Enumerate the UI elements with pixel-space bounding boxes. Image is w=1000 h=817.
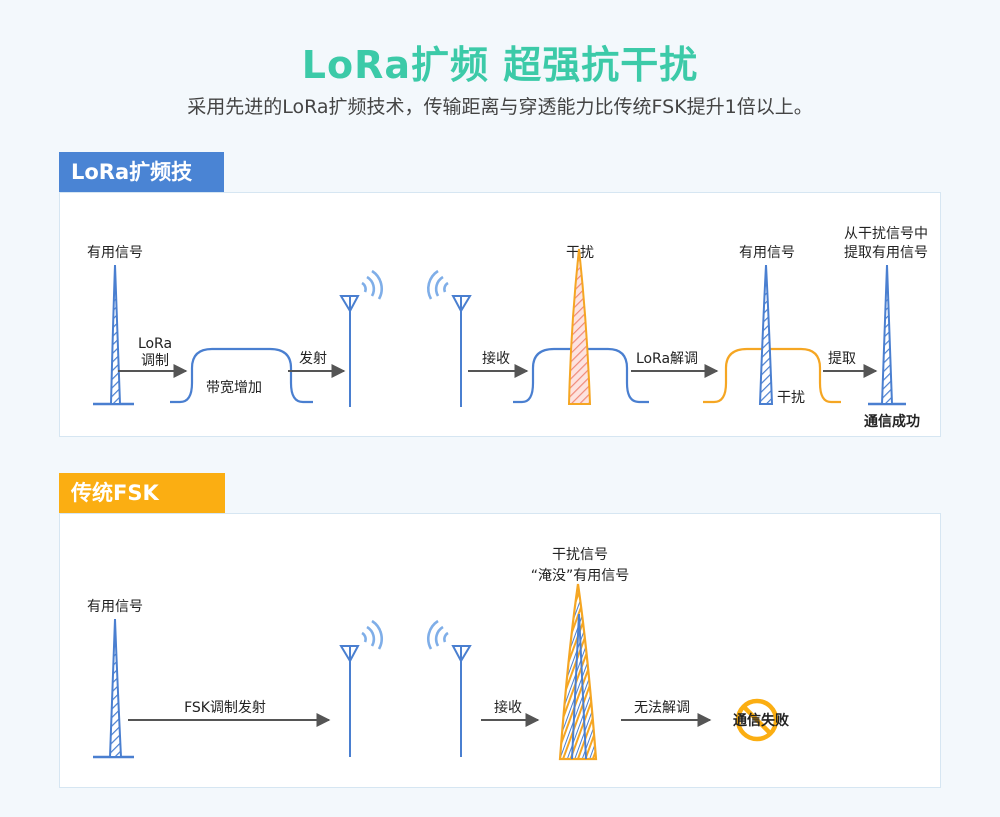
label-lora-modulate-1: LoRa	[138, 336, 172, 352]
section-tab-fsk: 传统FSK	[59, 473, 225, 513]
interference-spike	[567, 248, 592, 405]
fsk-tx-antenna-icon	[339, 619, 383, 757]
fsk-interference-spike	[558, 583, 598, 761]
label-lora-demodulate: LoRa解调	[636, 351, 698, 367]
restored-signal-spike	[758, 264, 774, 405]
fsk-buried-signal	[571, 613, 587, 760]
rx-antenna-icon	[427, 269, 472, 407]
extracted-signal-spike	[880, 264, 894, 405]
panel-fsk: 有用信号 FSK调制发射 接收 干扰信号 “淹没”有用信号 无法解调	[59, 513, 941, 788]
fsk-label-failure: 通信失败	[733, 712, 790, 729]
fsk-label-interference-2: “淹没”有用信号	[531, 568, 630, 584]
spread-spectrum-hump	[170, 347, 313, 404]
label-lora-modulate-2: 调制	[141, 353, 169, 369]
label-interference-2: 干扰	[777, 390, 805, 406]
fsk-label-interference-1: 干扰信号	[552, 547, 608, 563]
spread-interference	[703, 347, 841, 404]
section-tab-lora: LoRa扩频技术	[59, 152, 224, 224]
fsk-label-receive: 接收	[494, 699, 522, 716]
label-useful-signal: 有用信号	[87, 245, 143, 261]
label-receive: 接收	[482, 350, 510, 367]
panel-lora: 有用信号 LoRa 调制 带宽增加 发射 接收	[59, 192, 941, 437]
fsk-rx-antenna-icon	[427, 619, 472, 757]
fsk-label-useful-signal: 有用信号	[87, 599, 143, 615]
useful-signal-spike	[109, 264, 122, 405]
page-subtitle: 采用先进的LoRa扩频技术，传输距离与穿透能力比传统FSK提升1倍以上。	[187, 96, 813, 118]
fsk-label-cannot-demodulate: 无法解调	[634, 700, 690, 716]
label-extract-desc-1: 从干扰信号中	[844, 226, 928, 242]
label-extract-desc-2: 提取有用信号	[844, 245, 928, 261]
no-entry-icon	[735, 698, 779, 742]
page-title: LoRa扩频 超强抗干扰	[301, 43, 699, 87]
fsk-label-modulate-transmit: FSK调制发射	[184, 700, 266, 716]
fsk-diagram: 有用信号 FSK调制发射 接收 干扰信号 “淹没”有用信号 无法解调	[87, 547, 790, 761]
lora-diagram: 有用信号 LoRa 调制 带宽增加 发射 接收	[87, 226, 928, 430]
fsk-useful-signal-spike	[108, 618, 123, 758]
label-bandwidth-increase: 带宽增加	[206, 379, 262, 396]
label-useful-signal-2: 有用信号	[739, 245, 795, 261]
tx-antenna-icon	[339, 269, 383, 407]
label-success: 通信成功	[864, 413, 920, 430]
label-transmit: 发射	[299, 351, 327, 367]
label-extract: 提取	[828, 351, 856, 367]
